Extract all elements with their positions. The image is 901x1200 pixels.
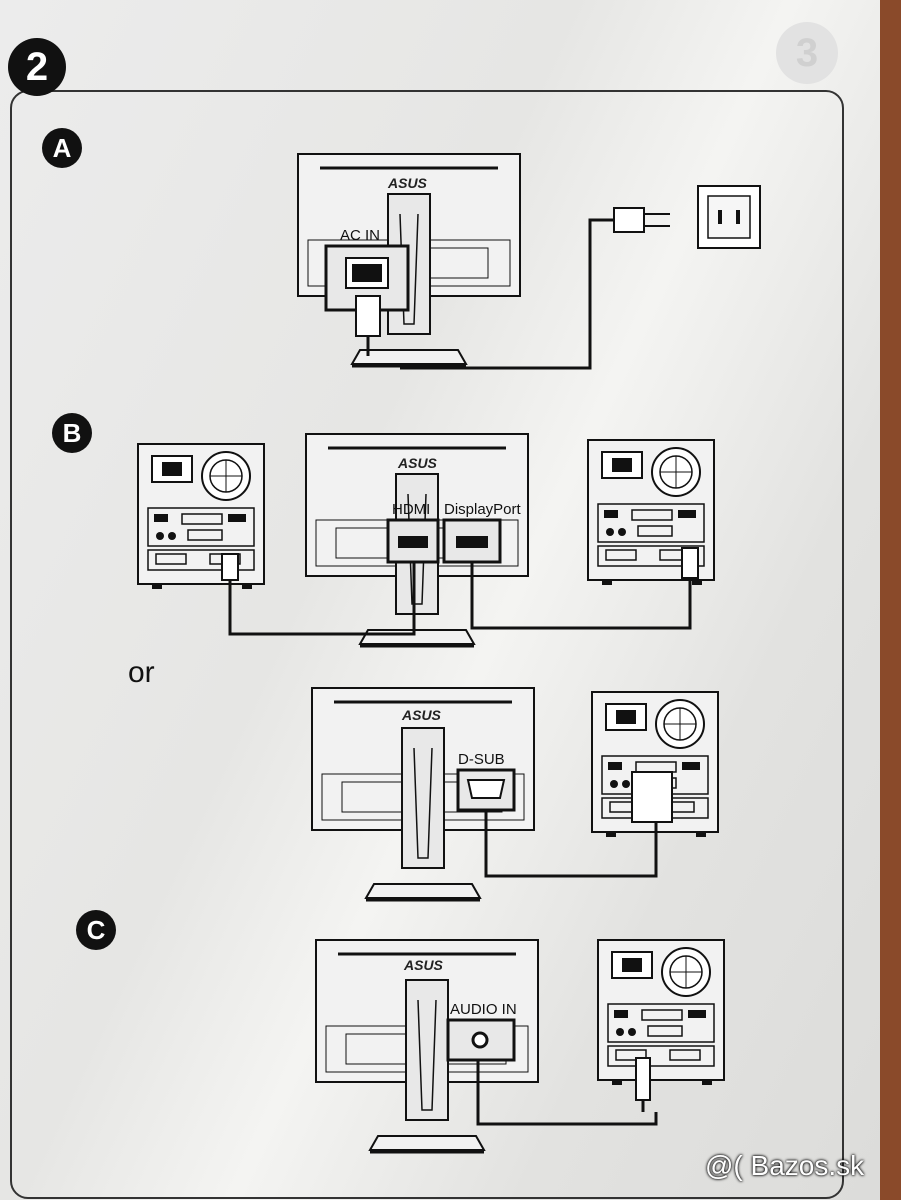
brand-logo-c: ASUS: [403, 957, 444, 973]
hdmi-label: HDMI: [392, 501, 430, 518]
ac-in-label: AC IN: [340, 227, 380, 244]
or-separator-label: or: [128, 656, 155, 689]
brand-logo-a: ASUS: [387, 175, 428, 191]
brand-logo-b2: ASUS: [401, 707, 442, 723]
audio-in-label: AUDIO IN: [450, 1001, 517, 1018]
faded-step-badge: 3: [776, 22, 838, 84]
brand-logo-b1: ASUS: [397, 455, 438, 471]
section-a-badge: A: [42, 128, 82, 168]
diagram-frame: [10, 90, 844, 1199]
section-b-badge: B: [52, 413, 92, 453]
dsub-label: D-SUB: [458, 751, 505, 768]
displayport-label: DisplayPort: [444, 501, 522, 518]
step-number-badge: 2: [8, 38, 66, 96]
section-c-badge: C: [76, 910, 116, 950]
bazos-watermark: @( Bazos.sk: [705, 1150, 865, 1181]
connection-diagram: ASUS AC IN ASUS HDMI DisplayPort ASUS D-…: [137, 152, 761, 1154]
